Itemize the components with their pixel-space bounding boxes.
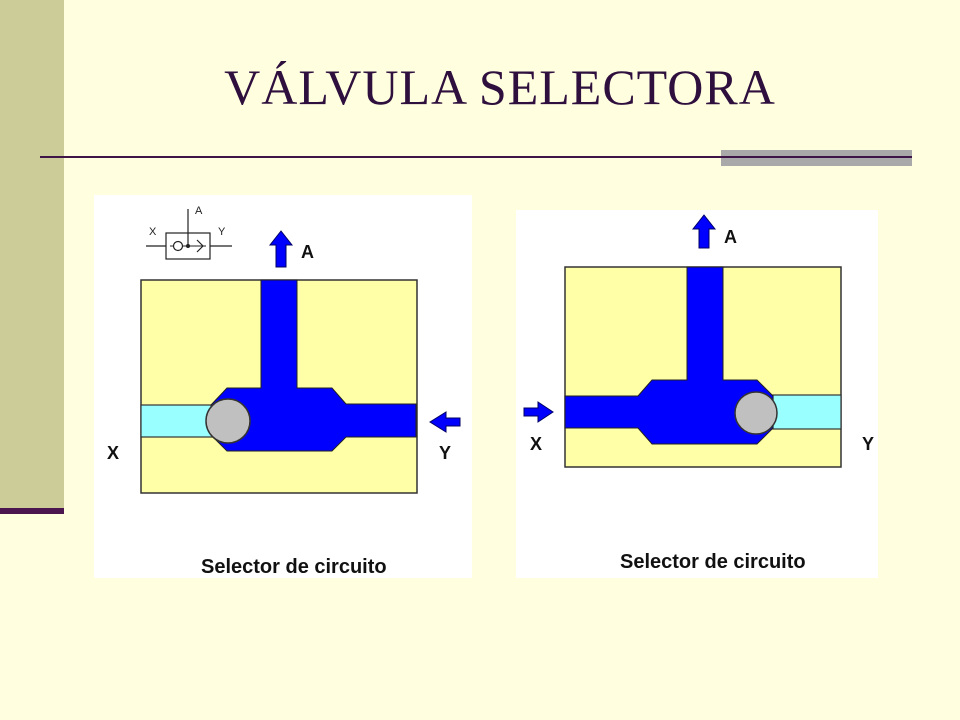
slide-title: VÁLVULA SELECTORA [224,59,776,115]
symbol-junction [186,244,190,248]
side-bar-decoration [0,0,64,508]
pressure-flow-path [564,266,774,445]
diagram-left-panel: A X Y A Y X Selector de circuito [94,195,472,578]
port-y-label: Y [862,434,874,454]
diagram-right: A X Y Selector de circuito [523,214,874,573]
port-y-passage [772,394,842,430]
symbol-label-y: Y [218,226,226,238]
pressure-flow-path [210,279,417,452]
shuttle-ball [734,391,778,435]
port-a-label: A [724,227,737,247]
port-x-label: X [107,443,119,463]
port-y-label: Y [439,443,451,463]
shuttle-ball [205,398,251,444]
title-divider [40,156,912,158]
diagram-left: A X Y A Y X Selector de circuito [107,205,461,578]
diagram-right-panel: A X Y Selector de circuito [516,210,878,578]
diagram-right-caption: Selector de circuito [620,551,806,573]
symbol-label-a: A [195,205,203,217]
valve-symbol: A X Y [146,205,232,260]
title-divider-accent [721,150,912,166]
input-x-arrow-icon [523,401,554,423]
input-y-arrow-icon [429,411,461,433]
symbol-label-x: X [149,226,157,238]
symbol-ball [172,240,184,252]
symbol-seat [196,239,204,253]
output-a-arrow-icon [268,230,294,268]
output-a-arrow-icon [691,214,717,249]
side-bar-foot-decoration [0,508,64,514]
port-x-label: X [530,434,542,454]
port-a-label: A [301,242,314,262]
diagram-left-caption: Selector de circuito [201,556,387,578]
